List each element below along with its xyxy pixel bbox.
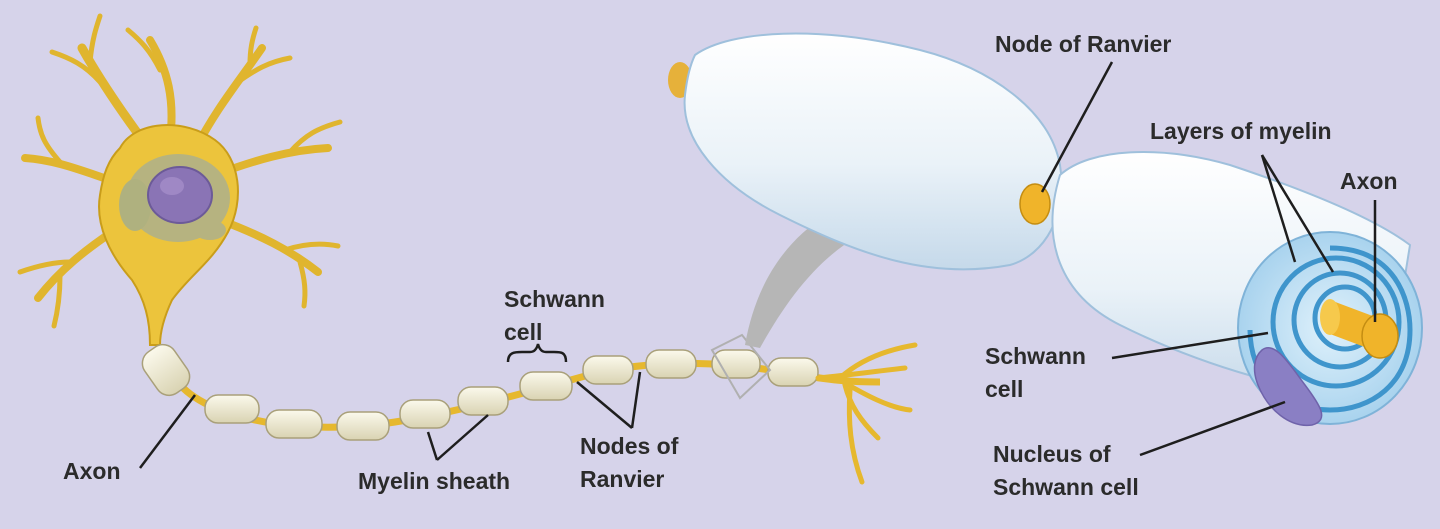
label-node-of-ranvier: Node of Ranvier [995,31,1172,57]
myelin-segments [141,343,819,441]
label-layers-of-myelin: Layers of myelin [1150,118,1332,144]
nucleus [147,166,213,224]
zoom-region-box [710,333,772,400]
leader-lines [139,61,1377,469]
label-nucleus-schwann: Nucleus of Schwann cell [993,441,1139,500]
node-of-ranvier-knob [1019,183,1051,225]
myelin-capsule-front [668,32,1063,271]
axon-core-end [1361,313,1399,359]
schwann-cell-brace [506,343,568,363]
label-schwann-cell-right: Schwann cell [985,343,1086,402]
label-axon-left: Axon [63,458,121,484]
label-schwann-cell-top: Schwann cell [504,286,605,345]
label-myelin-sheath: Myelin sheath [358,468,511,494]
neuron [17,13,343,346]
axon-terminals [815,342,918,485]
label-axon-right: Axon [1340,168,1398,194]
label-nodes-of-ranvier: Nodes of Ranvier [580,433,679,492]
